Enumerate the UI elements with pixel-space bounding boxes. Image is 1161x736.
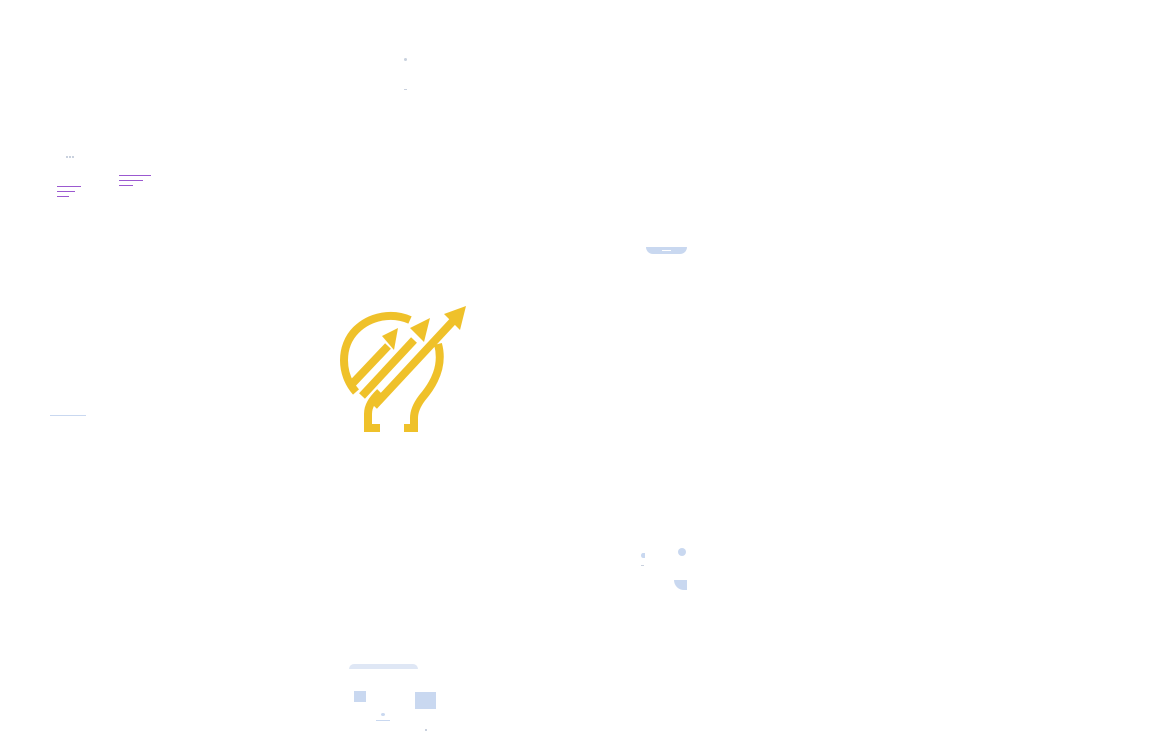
blue-dot-bottom xyxy=(381,713,385,716)
blue-bar-bottom xyxy=(349,664,418,669)
blue-line-bottom xyxy=(376,720,390,721)
blue-pill-shape xyxy=(646,247,687,254)
purple-lines-decoration-2 xyxy=(119,175,151,186)
purple-lines-decoration-1 xyxy=(57,186,81,197)
blue-underline xyxy=(50,415,86,416)
blue-dot-small xyxy=(641,553,645,558)
blue-dot-right xyxy=(678,548,686,556)
faint-dash-right xyxy=(641,565,644,566)
faint-dot-top xyxy=(404,58,407,61)
blue-wedge-shape xyxy=(674,580,687,590)
faint-dash-top xyxy=(404,89,407,90)
blue-square-small xyxy=(354,691,366,702)
blue-square-large xyxy=(415,692,436,709)
faint-dot-bottom xyxy=(425,729,427,731)
faint-dots-left xyxy=(66,156,74,158)
lightbulb-growth-arrows-icon xyxy=(334,300,474,440)
